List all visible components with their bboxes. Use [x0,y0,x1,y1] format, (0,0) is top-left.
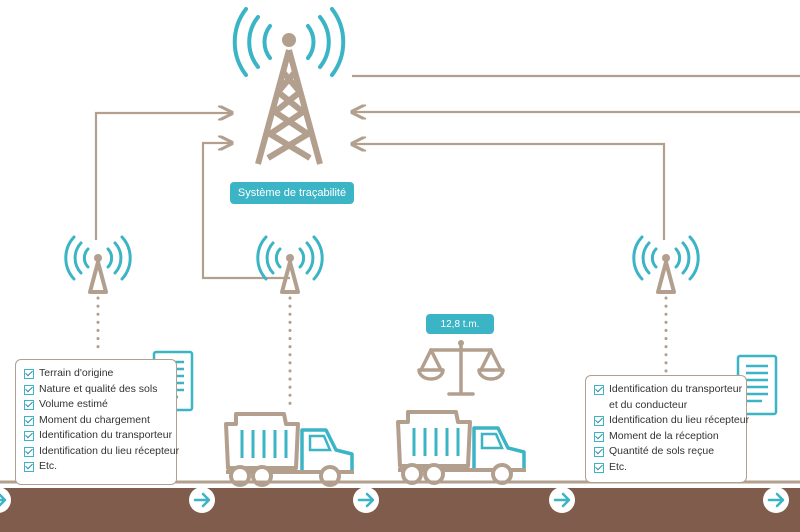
checkbox-icon [594,447,604,457]
list-item: Etc. [594,460,746,476]
antenna-icon [256,235,324,294]
scale-icon [417,340,505,396]
arrow-right-icon [0,487,11,513]
flow-arrows [0,487,789,513]
arrow-right-icon [353,487,379,513]
checkbox-icon [24,462,34,472]
reception-info-list: Identification du transporteur et du con… [586,376,749,476]
checkbox-icon [594,431,604,442]
list-item: Nature et qualité des sols [24,382,176,398]
list-item: et du conducteur [609,398,688,411]
ground-band [0,488,800,532]
checkbox-icon [24,446,34,457]
line-reception-to-tower [352,144,666,240]
list-item: Identification du transporteur [594,382,746,398]
document-icon [736,354,778,416]
dotted-links [96,296,668,406]
list-item: Quantité de sols reçue [594,444,746,460]
list-item: Moment de la réception [594,429,746,445]
checkbox-icon [24,415,34,426]
antenna-icon [632,235,700,294]
list-item: Identification du lieu récepteur [24,444,179,460]
reception-info-box: Identification du transporteur et du con… [585,375,749,483]
checkbox-icon [24,369,34,379]
checkbox-icon [594,416,604,426]
checkbox-icon [594,462,604,473]
origin-info-box: Terrain d'origine Nature et qualité des … [15,359,179,485]
line-truck-to-tower [201,143,290,280]
list-item: Moment du chargement [24,413,176,429]
antenna-tower-icon [232,7,346,165]
checkbox-icon [24,400,34,410]
tower-label: Système de traçabilité [230,182,354,204]
arrow-right-icon [763,487,789,513]
checkbox-icon [24,384,34,395]
list-item: Volume estimé [24,397,176,413]
arrow-right-icon [549,487,575,513]
dump-truck-icon [396,410,526,485]
weight-label: 12,8 t.m. [426,314,494,334]
list-item: Identification du transporteur [24,428,176,444]
checkbox-icon [594,385,604,395]
connector-lines [94,74,800,280]
antenna-icon [64,235,132,294]
origin-info-list: Terrain d'origine Nature et qualité des … [16,360,179,475]
list-item: Identification du lieu récepteur [594,413,749,429]
arrow-right-icon [189,487,215,513]
line-origin-to-tower [94,113,232,240]
dump-truck-icon [224,412,354,487]
checkbox-icon [24,431,34,441]
list-item: Etc. [24,459,176,475]
list-item: Terrain d'origine [24,366,176,382]
